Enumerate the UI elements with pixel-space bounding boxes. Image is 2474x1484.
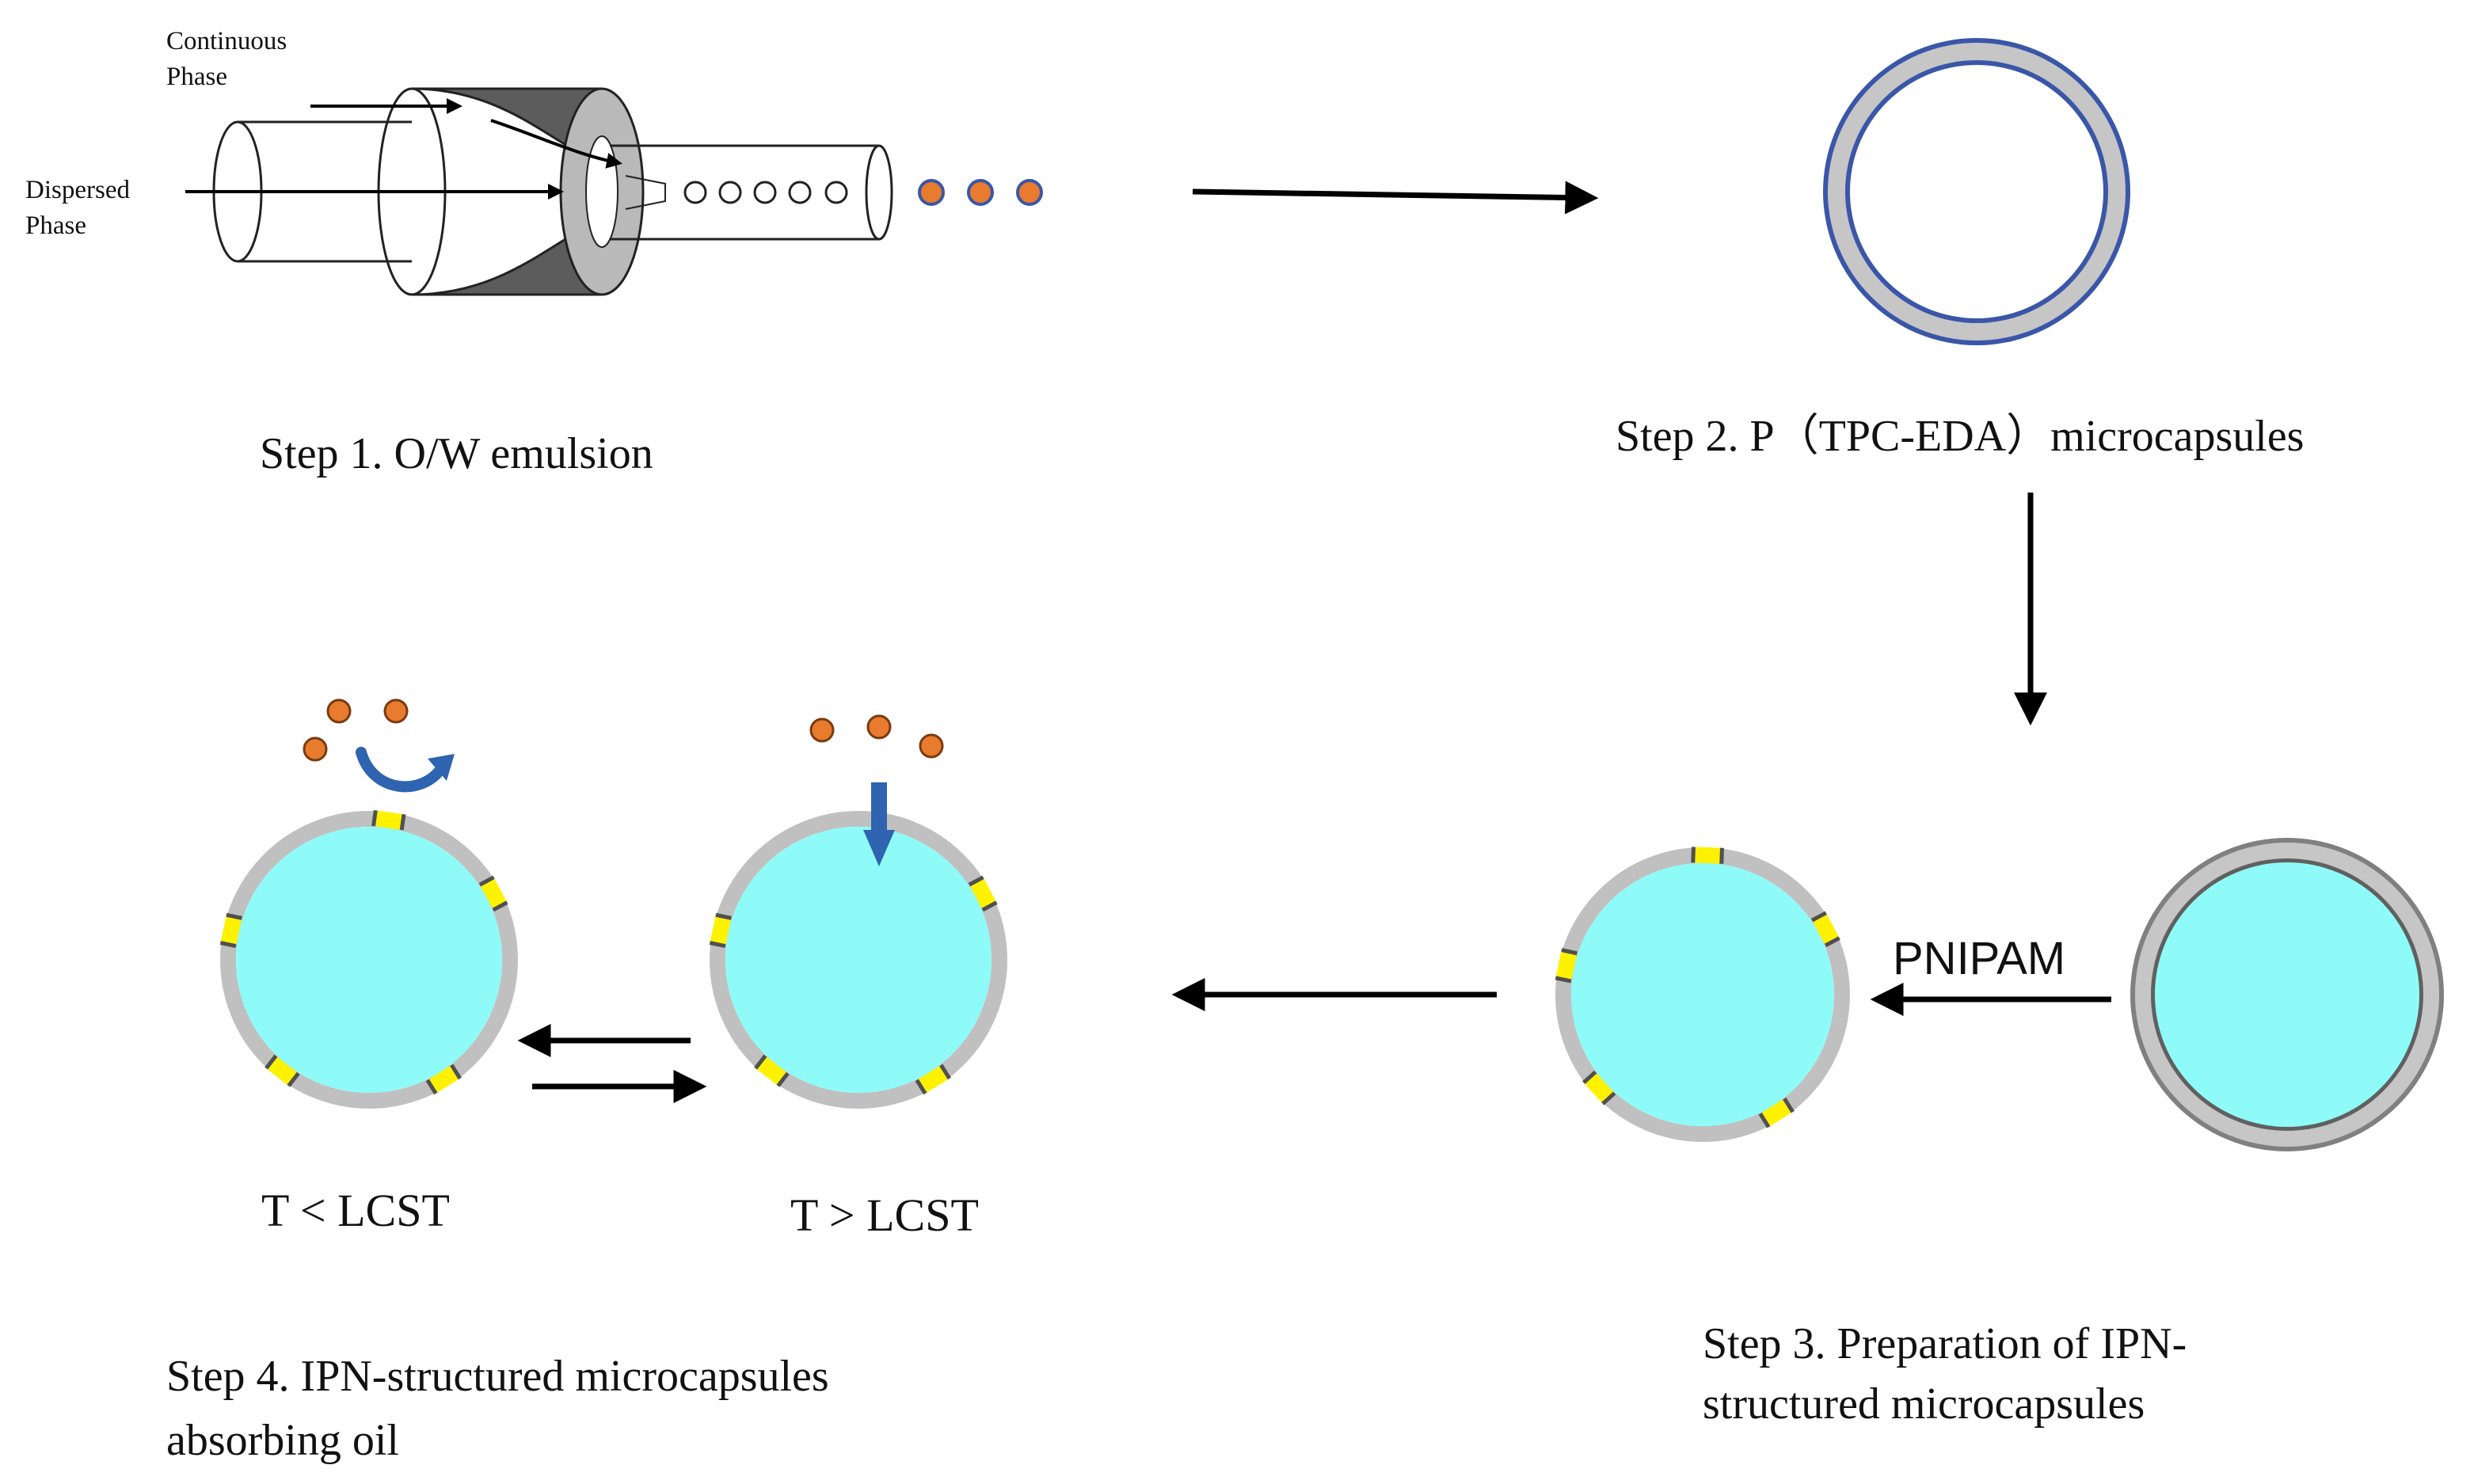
droplet-train — [683, 181, 848, 204]
step2-label: Step 2. P（TPC-EDA）microcapsules — [1616, 412, 2305, 461]
capsule-t-below-lcst — [219, 809, 518, 1109]
step1-label: Step 1. O/W emulsion — [260, 429, 653, 478]
pnipam-label: PNIPAM — [1893, 933, 2066, 984]
dispersed-phase-label: Dispersed Phase — [25, 176, 130, 240]
t-above-lcst-label: T > LCST — [790, 1189, 979, 1241]
emitted-droplets — [918, 179, 1043, 206]
capsule-t-above-lcst — [709, 811, 1007, 1109]
step3-label: Step 3. Preparation of IPN- structured m… — [1703, 1319, 2187, 1429]
orange-dot-icon — [303, 698, 409, 762]
curved-arrow-icon — [356, 747, 455, 793]
microfluidic-device — [185, 87, 1043, 296]
orange-dot-icon — [809, 714, 944, 759]
arrow-step1-to-step2 — [1192, 181, 1599, 215]
continuous-phase-label: Continuous Phase — [166, 27, 287, 91]
t-below-lcst-label: T < LCST — [261, 1185, 450, 1236]
ipn-microcapsule-step3 — [1555, 847, 1850, 1142]
inlet-capillary — [238, 120, 412, 263]
filled-microcapsule — [2130, 838, 2444, 1151]
p-tpc-eda-microcapsule — [1823, 38, 2130, 345]
collection-tube — [610, 144, 879, 241]
down-arrow-icon — [863, 782, 895, 866]
step4-label: Step 4. IPN-structured microcapsules abs… — [166, 1352, 829, 1466]
